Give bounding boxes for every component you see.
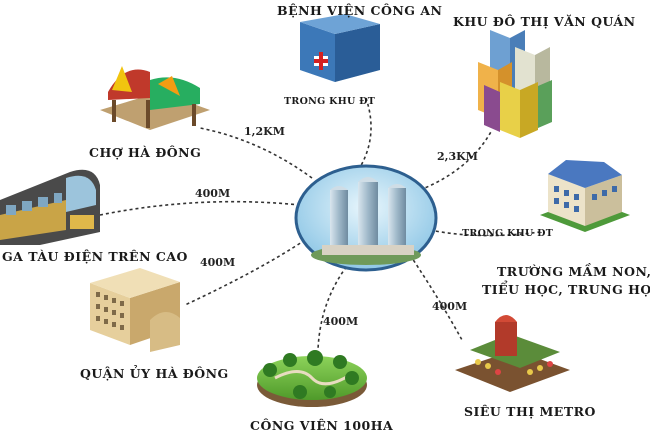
hospital-icon [300, 14, 380, 82]
connector-urban-area [419, 129, 493, 191]
connector-market [199, 127, 313, 179]
park-distance: 400M [323, 315, 359, 328]
supermarket-icon [455, 315, 570, 392]
connector-train [99, 200, 301, 216]
school-label-line1: TRƯỜNG MẦM NON, [497, 264, 650, 279]
elevated-train-icon [0, 169, 100, 245]
park-icon [257, 350, 367, 407]
train-label: GA TÀU ĐIỆN TRÊN CAO [2, 249, 188, 264]
park-label: CÔNG VIÊN 100HA [250, 418, 394, 433]
metro-distance: 400M [432, 300, 468, 313]
market-distance: 1,2KM [244, 125, 285, 138]
urban-area-icon [478, 30, 552, 138]
district-office-distance: 400M [200, 256, 236, 269]
school-label-line2: TIỂU HỌC, TRUNG HỌC [482, 282, 650, 297]
connector-school [429, 229, 541, 237]
connector-park [317, 261, 351, 351]
connector-hospital [354, 97, 372, 176]
train-distance: 400M [195, 187, 231, 200]
center-apartment-towers [294, 164, 438, 272]
metro-label: SIÊU THỊ METRO [464, 404, 596, 419]
connector-lines [99, 97, 541, 351]
urban-area-distance: 2,3KM [437, 150, 478, 163]
connector-district [184, 239, 306, 306]
hospital-distance: TRONG KHU ĐT [284, 96, 376, 107]
urban-area-label: KHU ĐÔ THỊ VĂN QUÁN [453, 14, 636, 29]
market-icon [100, 66, 210, 130]
school-distance: TRONG KHU ĐT [462, 228, 554, 239]
district-office-label: QUẬN ỦY HÀ ĐÔNG [80, 366, 229, 381]
school-icon [540, 160, 630, 232]
hospital-label: BỆNH VIỆN CÔNG AN [277, 3, 443, 18]
market-label: CHỢ HÀ ĐÔNG [89, 145, 202, 160]
connector-metro [409, 254, 463, 341]
district-office-icon [90, 268, 180, 352]
